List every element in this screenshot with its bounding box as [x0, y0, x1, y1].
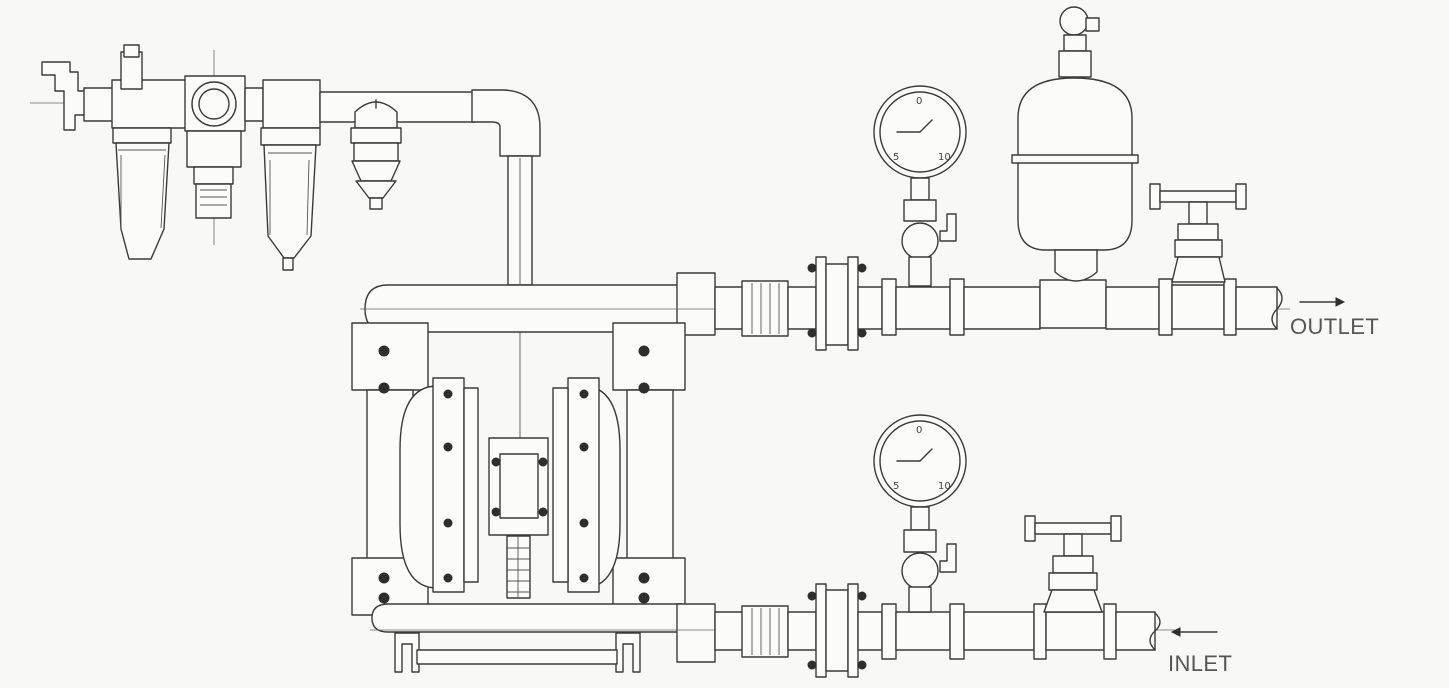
air-filter-regulator-lubricator-icon: [30, 45, 320, 270]
air-supply-pipe-icon: [320, 90, 540, 510]
gauge-mark-low: 5: [893, 152, 899, 163]
right-arrow-icon: [1336, 298, 1344, 306]
outlet-label: OUTLET: [1290, 314, 1379, 339]
gauge-mark-high: 10: [938, 481, 951, 492]
outlet-pressure-gauge-icon: 0 5 10: [874, 86, 966, 286]
outlet-globe-valve-icon: [1150, 184, 1246, 282]
gauge-mark-top: 0: [916, 96, 922, 107]
diaphragm-pump-icon: [352, 273, 715, 672]
gauge-mark-low: 5: [893, 481, 899, 492]
inlet-label: INLET: [1168, 651, 1232, 676]
muffler-icon: [351, 100, 401, 209]
left-arrow-icon: [1172, 628, 1180, 636]
pump-bolts-icon: [379, 346, 649, 603]
pulsation-dampener-icon: [1012, 7, 1138, 281]
gauge-mark-top: 0: [916, 425, 922, 436]
inlet-globe-valve-icon: [1025, 516, 1121, 612]
inlet-pressure-gauge-icon: 0 5 10: [874, 415, 966, 612]
inlet-piping-icon: [370, 584, 1217, 677]
gauge-mark-high: 10: [938, 152, 951, 163]
